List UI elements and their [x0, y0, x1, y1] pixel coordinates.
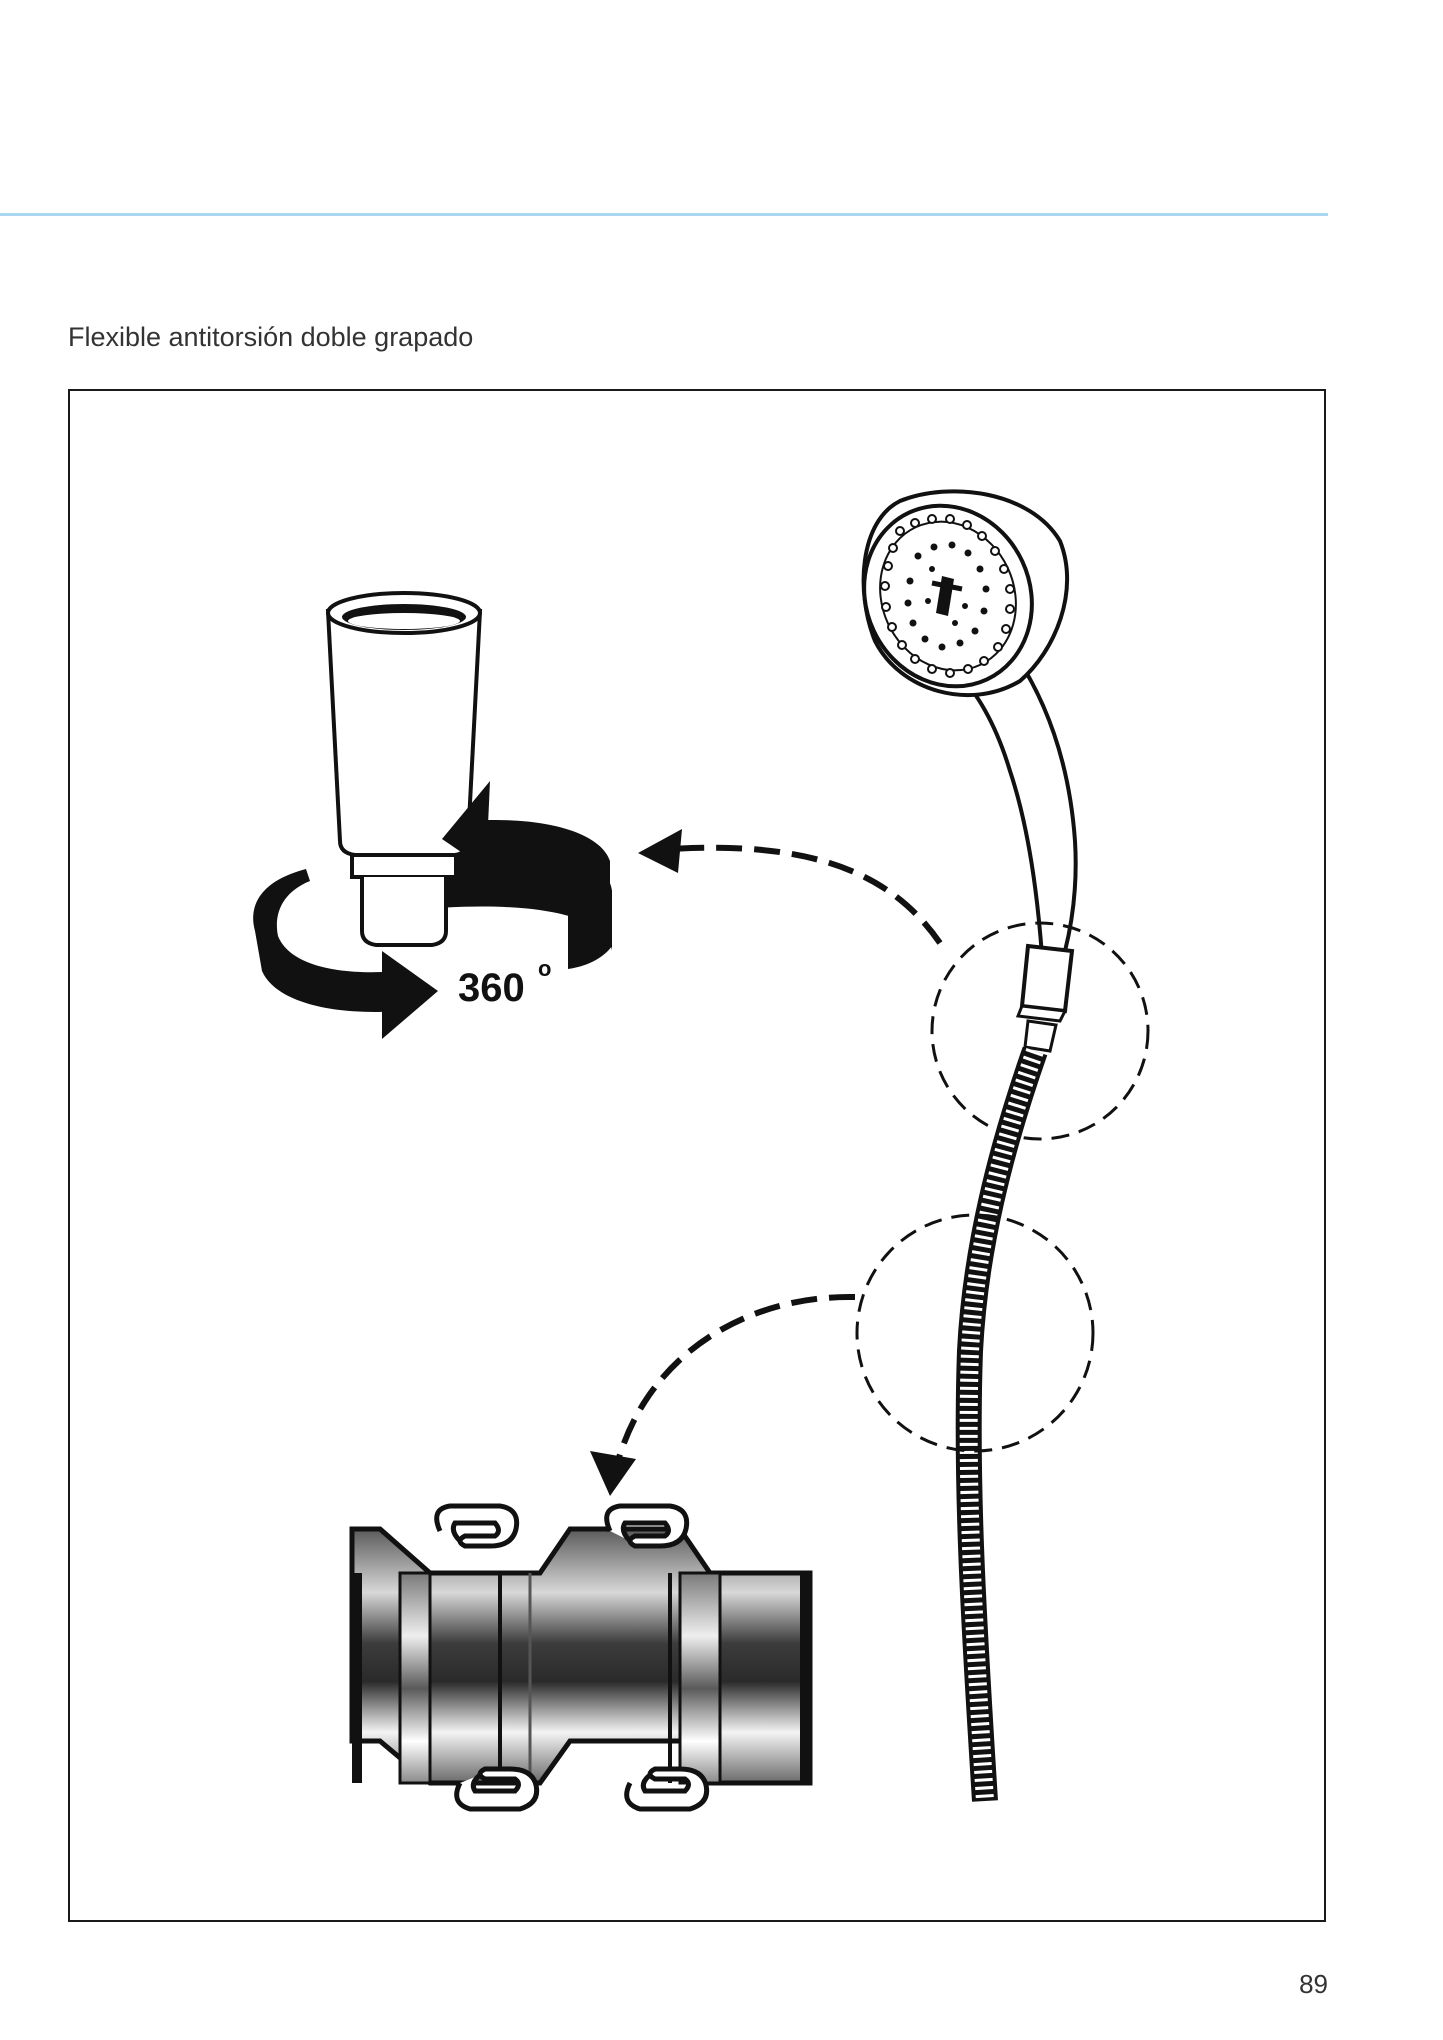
- figure-caption: Flexible antitorsión doble grapado: [68, 322, 474, 352]
- rotating-connector-icon: 360 o: [253, 591, 612, 1039]
- figure-frame: 360 o: [68, 389, 1326, 1922]
- double-crimp-hose-section-icon: [349, 1503, 813, 1812]
- dashed-arrow-to-connector: [669, 844, 943, 945]
- header-rule: [0, 213, 1328, 216]
- hose-illustration: 360 o: [253, 489, 1150, 1812]
- page-number: 89: [1299, 1969, 1328, 1999]
- dashed-arrow-head-hose: [590, 1451, 636, 1496]
- hand-shower-icon: [861, 489, 1078, 1053]
- rotation-angle-label: 360: [458, 966, 525, 1010]
- dashed-arrow-to-hose-section: [615, 1293, 856, 1462]
- rotation-degree-symbol: o: [538, 956, 551, 981]
- detail-circle-hose: [855, 1213, 1095, 1453]
- dashed-arrow-head-connector: [638, 829, 682, 873]
- hose-icon: [955, 1046, 1048, 1802]
- detail-circle-connector: [930, 921, 1150, 1141]
